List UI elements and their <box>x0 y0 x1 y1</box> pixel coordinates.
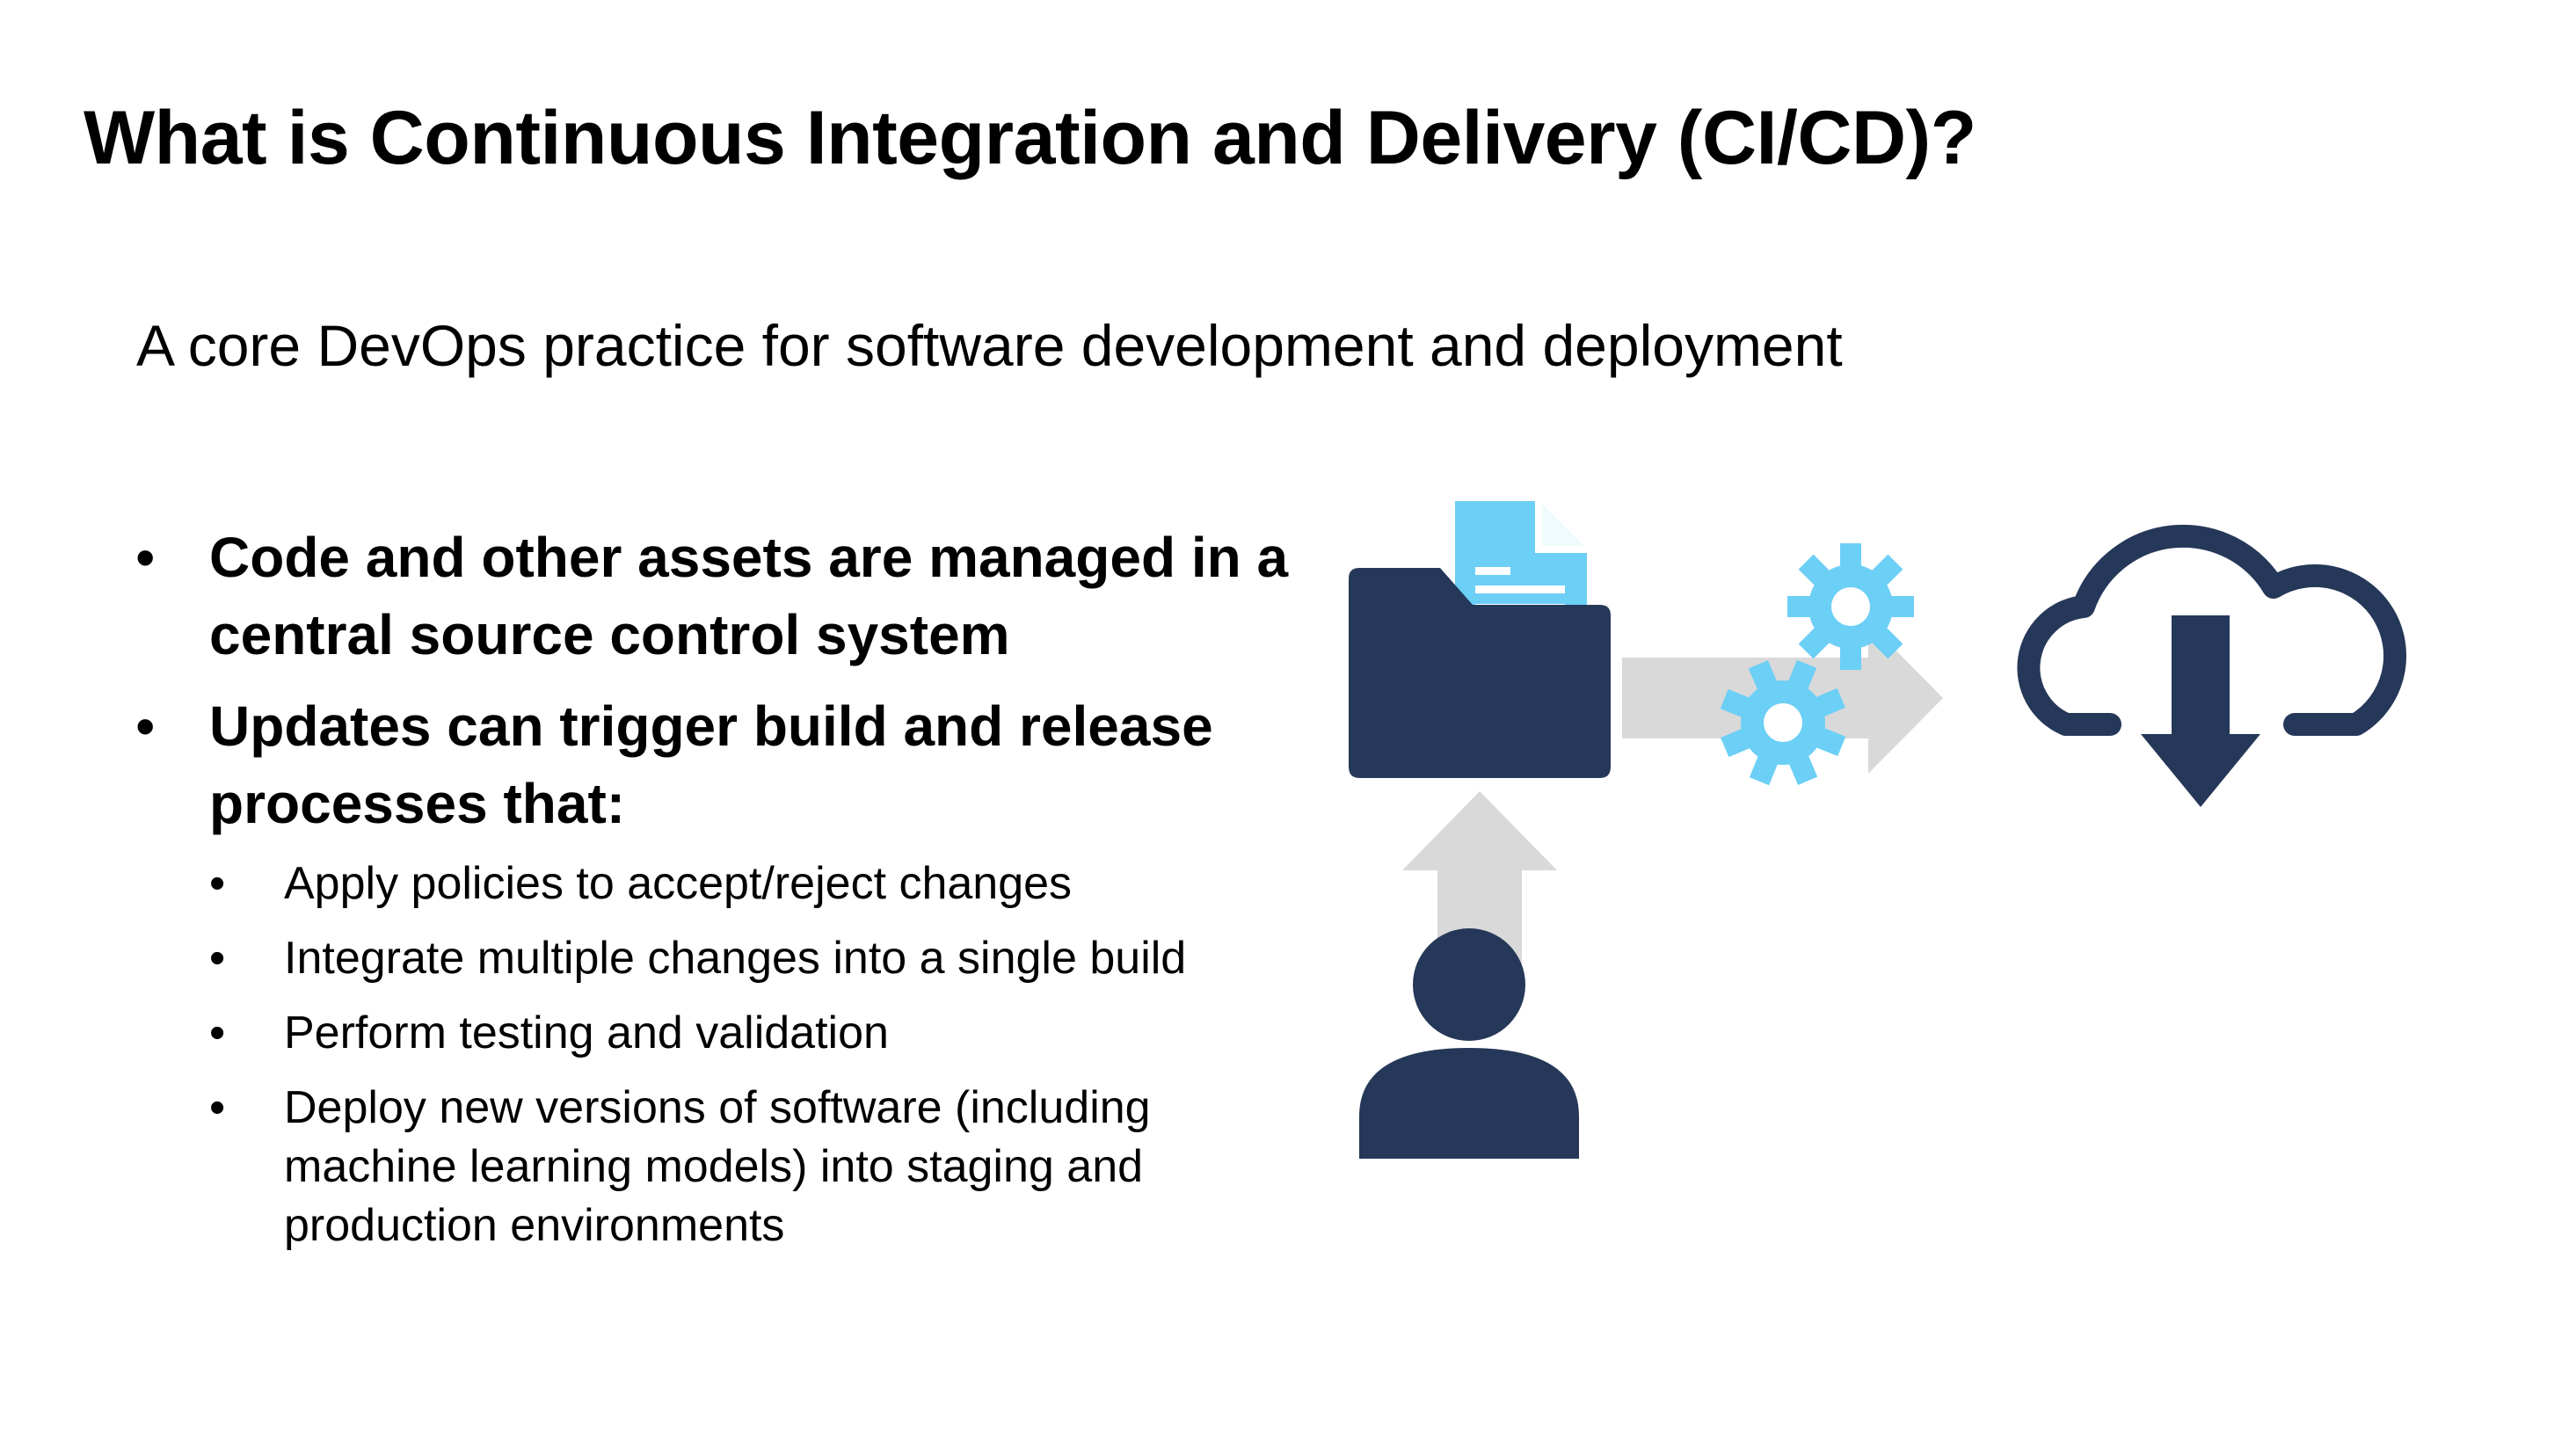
ci-cd-diagram <box>1349 501 2407 1159</box>
sub-bullet-item: Apply policies to accept/reject changes <box>209 855 1328 913</box>
sub-bullet-item: Perform testing and validation <box>209 1004 1328 1063</box>
slide-title: What is Continuous Integration and Deliv… <box>84 96 1976 180</box>
folder-icon <box>1349 568 1611 778</box>
sub-bullet-list: Apply policies to accept/reject changes … <box>209 855 1328 1255</box>
bullet-text: Updates can trigger build and release pr… <box>209 695 1213 835</box>
sub-bullet-item: Deploy new versions of software (includi… <box>209 1079 1328 1255</box>
bullet-text: Code and other assets are managed in a c… <box>209 526 1289 666</box>
user-icon <box>1359 928 1579 1159</box>
gear-icon <box>1720 543 1914 786</box>
slide-subtitle: A core DevOps practice for software deve… <box>136 313 1843 378</box>
bullet-list: Code and other assets are managed in a c… <box>132 519 1328 1271</box>
bullet-item: Code and other assets are managed in a c… <box>132 519 1328 673</box>
sub-bullet-item: Integrate multiple changes into a single… <box>209 929 1328 988</box>
cloud-download-icon <box>2017 524 2407 807</box>
bullet-item: Updates can trigger build and release pr… <box>132 687 1328 1255</box>
